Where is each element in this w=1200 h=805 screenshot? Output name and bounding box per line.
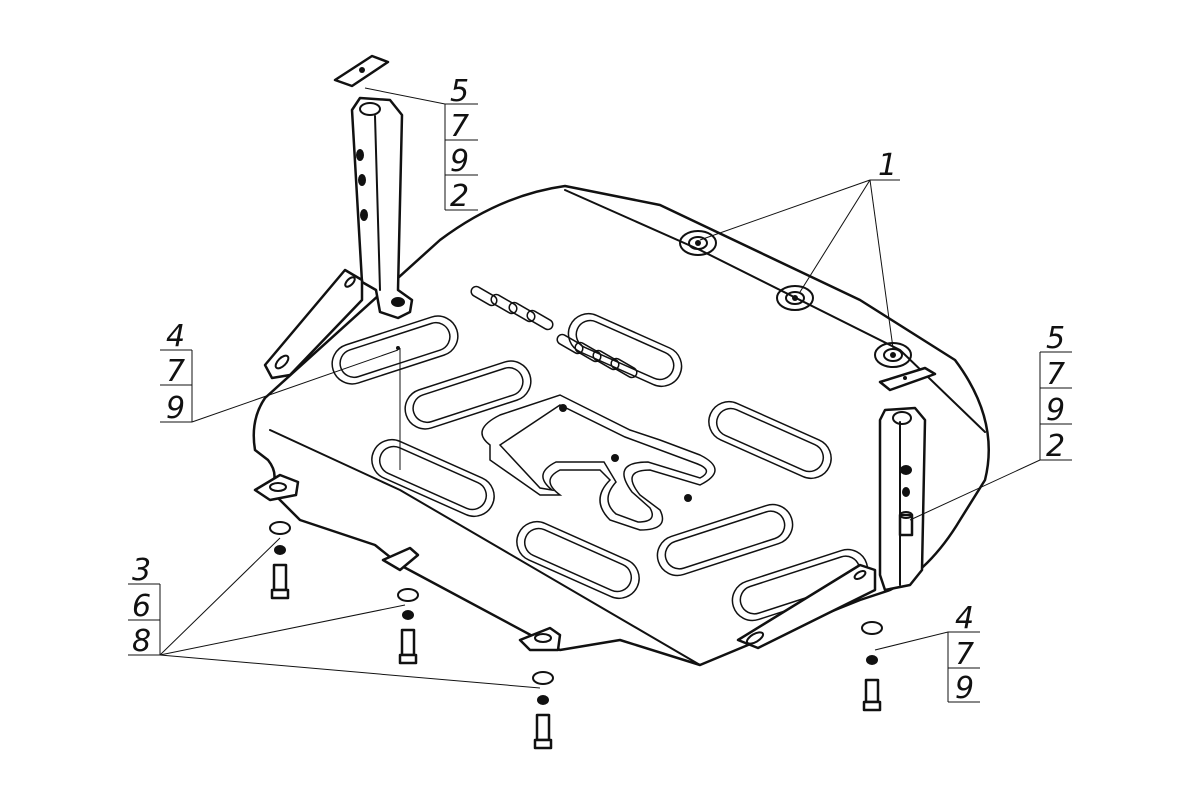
weld-nut-1: [679, 230, 717, 256]
callout-right-bracket-number-3: 9: [1046, 393, 1065, 428]
callout-right-front-number-3: 9: [955, 671, 974, 706]
fastener-stack-2: [397, 588, 419, 665]
callout-left-rear-number-3: 9: [166, 391, 185, 426]
right-front-tab: [736, 563, 877, 650]
callout-front-bolts-number-2: 6: [132, 589, 151, 624]
callout-right-bracket-number-2: 7: [1046, 357, 1065, 392]
callout-top-nuts-number-1: 1: [878, 148, 897, 183]
front-tab-left: [253, 473, 300, 502]
weld-nut-2: [776, 285, 814, 311]
callout-front-bolts-number-1: 3: [132, 553, 151, 588]
fastener-stack-3: [532, 671, 554, 750]
callout-front-bolts: 3 6 8: [128, 553, 161, 659]
callout-top-left-bracket-number-4: 2: [450, 179, 469, 214]
vent-slots: [470, 285, 638, 379]
callout-left-rear: 4 7 9: [160, 319, 193, 426]
front-tab-right: [518, 626, 562, 652]
right-bracket: [878, 406, 927, 592]
weld-nut-3: [874, 342, 912, 368]
callout-left-rear-number-2: 7: [166, 354, 185, 389]
leader-lines: [159, 87, 1041, 689]
callout-top-left-bracket-number-2: 7: [450, 109, 469, 144]
callout-right-bracket-number-4: 2: [1046, 429, 1065, 464]
callout-right-bracket: 5 7 9 2: [1039, 321, 1072, 464]
callout-top-left-bracket-number-1: 5: [450, 74, 469, 109]
callout-right-bracket-number-1: 5: [1046, 321, 1065, 356]
callout-right-front-number-1: 4: [955, 601, 974, 636]
callout-right-front-number-2: 7: [955, 637, 974, 672]
callout-top-nuts: 1: [878, 148, 897, 183]
callout-top-left-bracket: 5 7 9 2: [444, 74, 478, 214]
callout-top-left-bracket-number-3: 9: [450, 144, 469, 179]
callout-front-bolts-number-3: 8: [132, 624, 151, 659]
fastener-stack-4: [861, 621, 883, 712]
fastener-stack-1: [269, 521, 291, 600]
front-tab-middle: [381, 546, 420, 572]
skid-plate: [252, 184, 990, 667]
callout-left-rear-number-1: 4: [166, 319, 185, 354]
left-top-plate: [333, 54, 390, 88]
callout-right-front: 4 7 9: [947, 601, 980, 706]
left-bracket: [263, 96, 414, 380]
right-top-plate: [878, 366, 937, 392]
